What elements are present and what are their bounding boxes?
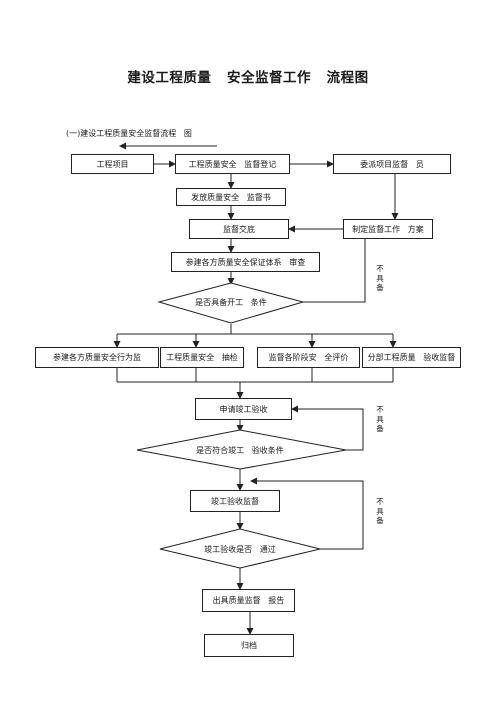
node-review-system: 参建各方质量安全保证体系 审查 — [171, 252, 320, 272]
node-quality-spot-check: 工程质量安全 抽检 — [160, 347, 244, 368]
decision-start-condition — [157, 282, 305, 324]
node-make-plan: 制定监督工作 方案 — [343, 219, 433, 239]
node-project: 工程项目 — [71, 154, 154, 174]
node-check-pass-label: 竣工验收是否 通过 — [204, 545, 276, 554]
decision-acceptance-passed — [159, 528, 321, 569]
label-not-ready-3: 不具备 — [376, 497, 384, 525]
node-archive: 归档 — [204, 634, 294, 657]
node-disclosure: 监督交底 — [189, 219, 289, 239]
node-issue-notice: 发放质量安全 监督书 — [176, 188, 286, 206]
label-not-ready-1: 不具备 — [376, 264, 384, 292]
node-apply-acceptance: 申请竣工验收 — [195, 398, 292, 420]
node-sub-acceptance: 分部工程质量 验收监督 — [362, 347, 461, 368]
node-stage-evaluation: 监督各阶段安 全评价 — [257, 347, 360, 368]
decision-acceptance-condition — [136, 429, 347, 470]
node-check-acceptance-label: 是否符合竣工 验收条件 — [196, 446, 284, 455]
node-check-start-label: 是否具备开工 条件 — [195, 298, 267, 307]
edge-notready-2 — [291, 405, 364, 451]
node-acceptance-supervision: 竣工验收监督 — [190, 490, 280, 512]
label-not-ready-2: 不具备 — [376, 405, 384, 433]
node-register: 工程质量安全 监督登记 — [175, 154, 290, 174]
edge-notready-1 — [303, 239, 366, 303]
node-party-behavior: 参建各方质量安全行为监 — [35, 347, 159, 368]
node-assign-supervisor: 委派项目监督 员 — [333, 154, 451, 174]
page-title: 建设工程质量 安全监督工作 流程图 — [127, 70, 369, 86]
edge-notready-3 — [250, 477, 364, 550]
node-issue-report: 出具质量监督 报告 — [202, 589, 295, 612]
flowchart-subtitle: (一)建设工程质量安全监督流程 图 — [66, 129, 192, 138]
